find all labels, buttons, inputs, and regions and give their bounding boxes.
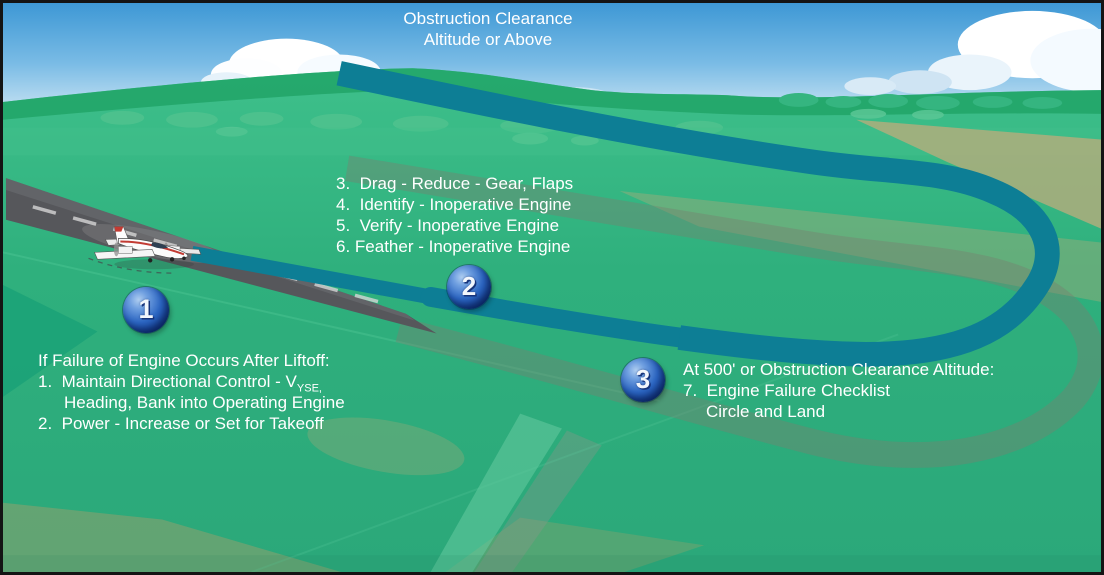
clearance-item7-cont: Circle and Land	[706, 402, 826, 421]
step-marker-3-number: 3	[635, 363, 651, 394]
liftoff-item1-text: 1. Maintain Directional Control - V	[38, 372, 297, 391]
liftoff-heading: If Failure of Engine Occurs After Liftof…	[38, 351, 330, 370]
climb-checklist-block: 3. Drag - Reduce - Gear, Flaps 4. Identi…	[336, 173, 573, 257]
scene-art	[3, 3, 1101, 572]
airplane-icon	[94, 226, 202, 270]
liftoff-item2: 2. Power - Increase or Set for Takeoff	[38, 414, 324, 433]
liftoff-item1: 1. Maintain Directional Control - VYSE,	[38, 371, 345, 395]
checklist-item-feather: 6. Feather - Inoperative Engine	[336, 237, 571, 256]
vyse-subscript: YSE,	[296, 382, 322, 395]
step-marker-1: 1	[123, 287, 169, 333]
step-marker-2-number: 2	[461, 270, 477, 301]
cloud-right	[844, 10, 1101, 96]
clearance-heading: At 500' or Obstruction Clearance Altitud…	[683, 360, 995, 379]
obstruction-clearance-label: Obstruction Clearance Altitude or Above	[383, 8, 593, 50]
clearance-block: At 500' or Obstruction Clearance Altitud…	[683, 359, 994, 422]
checklist-item-verify: 5. Verify - Inoperative Engine	[336, 216, 560, 235]
step-marker-1-number: 1	[138, 293, 154, 324]
step-marker-2: 2	[447, 265, 491, 309]
obstruction-clearance-line1: Obstruction Clearance	[403, 9, 573, 28]
obstruction-clearance-line2: Altitude or Above	[423, 30, 553, 49]
liftoff-block: If Failure of Engine Occurs After Liftof…	[38, 350, 345, 434]
liftoff-item1-cont: Heading, Bank into Operating Engine	[64, 393, 345, 412]
checklist-item-identify: 4. Identify - Inoperative Engine	[336, 195, 572, 214]
ground-track-shadow	[345, 155, 1101, 468]
step-marker-3: 3	[621, 358, 665, 402]
checklist-item-drag: 3. Drag - Reduce - Gear, Flaps	[336, 174, 574, 193]
clearance-item7: 7. Engine Failure Checklist	[683, 381, 890, 400]
